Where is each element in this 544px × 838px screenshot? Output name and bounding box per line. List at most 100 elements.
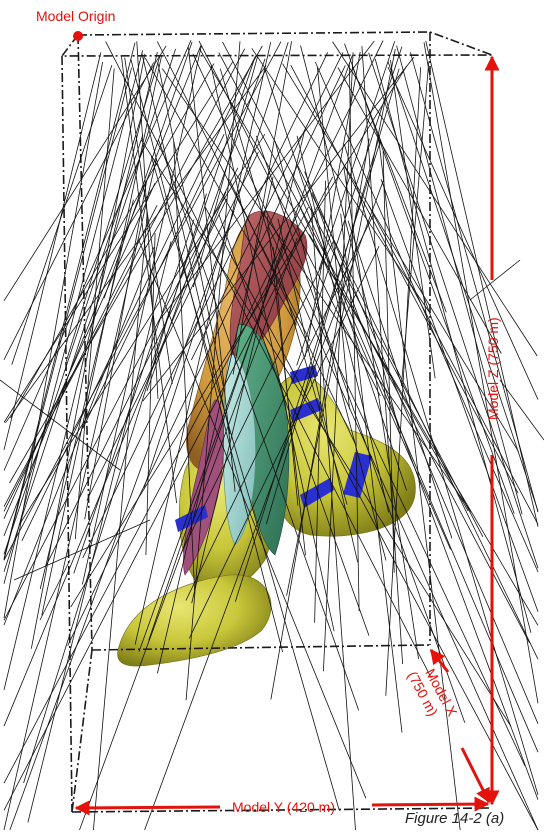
drillhole-trace (130, 58, 283, 653)
drillhole-trace (297, 165, 539, 660)
box-left-back-edge (77, 34, 93, 651)
drillhole-trace (340, 213, 403, 733)
drillhole-trace (144, 57, 297, 326)
drillhole-trace (191, 130, 306, 604)
drillhole-trace (41, 56, 162, 616)
drillhole-trace (314, 180, 326, 623)
drillhole-trace (79, 237, 298, 831)
drillhole-trace (318, 41, 396, 270)
drillhole-trace (21, 55, 257, 541)
drillhole-trace (323, 52, 354, 672)
drillhole-trace (265, 68, 400, 525)
drillhole-trace (188, 47, 236, 492)
drillhole-trace (311, 192, 539, 800)
drillhole-trace (27, 241, 172, 823)
drillhole-trace (0, 379, 121, 471)
drillhole-trace (39, 559, 71, 621)
drillhole-trace (138, 239, 367, 799)
drillhole-trace (3, 41, 282, 561)
drillhole-trace (286, 49, 396, 596)
drillhole-trace (282, 63, 519, 453)
drillhole-trace (173, 141, 195, 592)
drillhole-trace (30, 53, 146, 649)
model-y-arrow-right (371, 796, 490, 812)
drillhole-trace (469, 259, 521, 301)
drillhole-trace (337, 67, 502, 354)
drillhole-trace (192, 53, 526, 766)
drillhole-trace (161, 68, 472, 513)
drillhole-trace (138, 55, 353, 652)
model-z-label: Model Z (750 m) (485, 317, 501, 420)
drillhole-trace (185, 41, 241, 701)
drillhole-trace (277, 218, 359, 563)
drillhole-trace (157, 176, 274, 674)
drillhole-trace (86, 152, 259, 501)
model-y-arrow-left (74, 800, 221, 816)
drillhole-trace (368, 52, 539, 569)
drillhole-trace (232, 41, 292, 375)
drillhole-trace (158, 139, 360, 711)
drillhole-trace (256, 135, 466, 723)
drillhole-trace (105, 41, 432, 679)
drillhole-trace (304, 171, 539, 724)
drillhole-trace (82, 52, 329, 559)
drillhole-trace (188, 246, 380, 639)
drillhole-trace (347, 220, 453, 539)
box-bottom-front-edge (71, 807, 491, 813)
drillhole-trace (3, 134, 144, 555)
drillhole-trace (290, 64, 519, 494)
yellow-ore-body-bottom (117, 574, 272, 667)
drillhole-trace (192, 56, 258, 288)
drillhole-trace (180, 240, 334, 555)
box-front-top-edge (60, 34, 493, 57)
model-y-label: Model Y (420 m) (232, 799, 335, 815)
box-bottom-back-edge (91, 644, 431, 651)
drillhole-trace (157, 61, 224, 387)
drillhole-trace (3, 247, 155, 626)
drillhole-trace (3, 159, 157, 831)
drillhole-trace (3, 191, 227, 727)
drillhole-trace (136, 41, 159, 399)
drillhole-trace (401, 61, 430, 387)
drillhole-trace (134, 42, 272, 645)
drillhole-trace (3, 40, 192, 471)
drillhole-trace (219, 68, 348, 505)
drillhole-trace (84, 180, 148, 520)
drillhole-trace (103, 41, 193, 299)
drillhole-trace (387, 66, 539, 400)
drillhole-trace (150, 61, 254, 367)
drillhole-trace (3, 52, 102, 450)
drillhole-trace (144, 180, 384, 831)
drillhole-trace (343, 166, 419, 660)
drillhole-trace (377, 135, 461, 831)
model-x-arrow-upper (429, 648, 450, 673)
drillhole-trace (93, 212, 148, 831)
drillhole-trace (3, 50, 144, 584)
drillhole-trace (3, 42, 136, 559)
drillhole-trace (185, 215, 374, 601)
drillhole-trace (3, 60, 234, 423)
box-left-front-edge (61, 55, 73, 813)
drillhole-trace (3, 62, 154, 360)
drillhole-trace (82, 44, 202, 585)
drillhole-trace (74, 68, 115, 540)
drillhole-trace (274, 140, 387, 561)
model-x-arrow-lower (460, 747, 491, 804)
model-origin-label: Model Origin (36, 8, 115, 24)
drillhole-trace (141, 52, 231, 435)
drillhole-trace (308, 234, 469, 512)
drillhole-trace (3, 48, 176, 572)
drillhole-trace (157, 40, 375, 323)
drillhole-trace (390, 59, 436, 379)
drillhole-trace (143, 41, 289, 488)
drillhole-trace (348, 62, 360, 612)
drillhole-trace (11, 64, 113, 365)
drillhole-trace (332, 41, 538, 357)
drillhole-trace (9, 210, 235, 831)
blue-band-right (343, 452, 372, 498)
model-origin-marker (73, 31, 83, 41)
drillhole-trace (23, 193, 207, 784)
drillhole-trace (191, 52, 344, 361)
model-bounding-box (60, 31, 493, 813)
